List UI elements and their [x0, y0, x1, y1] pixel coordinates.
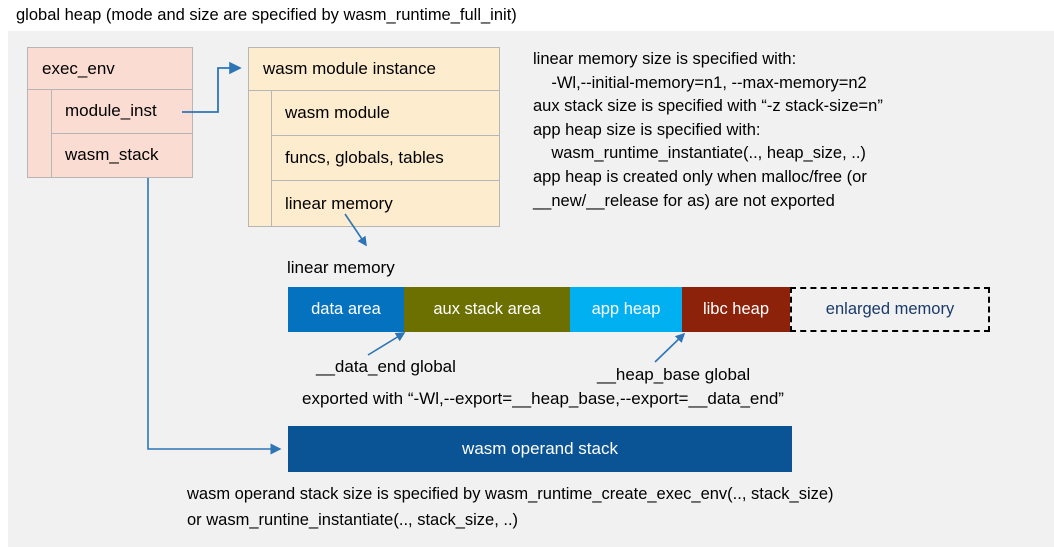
exec-env-header: exec_env [28, 48, 192, 90]
memory-segment-aux-stack-area: aux stack area [404, 287, 570, 332]
memory-segment-libc-heap: libc heap [682, 287, 790, 332]
heap-base-annotation: __heap_base global [597, 365, 751, 384]
wasm-module-instance-box: wasm module instance wasm module funcs, … [248, 47, 500, 227]
exported-with-annotation: exported with “-Wl,--export=__heap_base,… [302, 389, 784, 408]
wasm-operand-stack-bar: wasm operand stack [288, 426, 792, 472]
memory-segment-data-area: data area [288, 287, 404, 332]
data-end-annotation: __data_end global [316, 357, 456, 376]
memory-segment-enlarged-memory: enlarged memory [790, 287, 990, 332]
exec-env-gutter [28, 90, 52, 177]
wasm-module-instance-row-funcs-globals-tables: funcs, globals, tables [272, 136, 499, 181]
exec-env-box: exec_env module_inst wasm_stack [27, 47, 193, 178]
wasm-operand-stack-note: wasm operand stack size is specified by … [187, 485, 834, 529]
exec-env-row-wasm-stack: wasm_stack [65, 145, 159, 165]
wasm-module-instance-rows: wasm module funcs, globals, tables linea… [272, 91, 499, 226]
wasm-module-instance-header: wasm module instance [249, 48, 499, 91]
exec-env-row-module-inst: module_inst [52, 90, 192, 134]
linear-memory-caption: linear memory [287, 258, 395, 277]
wasm-module-instance-row-wasm-module: wasm module [272, 91, 499, 136]
wasm-module-instance-body: wasm module funcs, globals, tables linea… [249, 91, 499, 226]
exec-env-body: module_inst wasm_stack [28, 90, 192, 177]
wasm-module-instance-row-linear-memory: linear memory [285, 193, 393, 213]
memory-segment-app-heap: app heap [570, 287, 682, 332]
page-title: global heap (mode and size are specified… [16, 6, 517, 24]
exec-env-rows: module_inst wasm_stack [52, 90, 192, 177]
linear-memory-note: linear memory size is specified with: -W… [533, 50, 883, 210]
wasm-operand-stack-label: wasm operand stack [462, 439, 618, 458]
wasm-module-instance-gutter [249, 91, 272, 226]
